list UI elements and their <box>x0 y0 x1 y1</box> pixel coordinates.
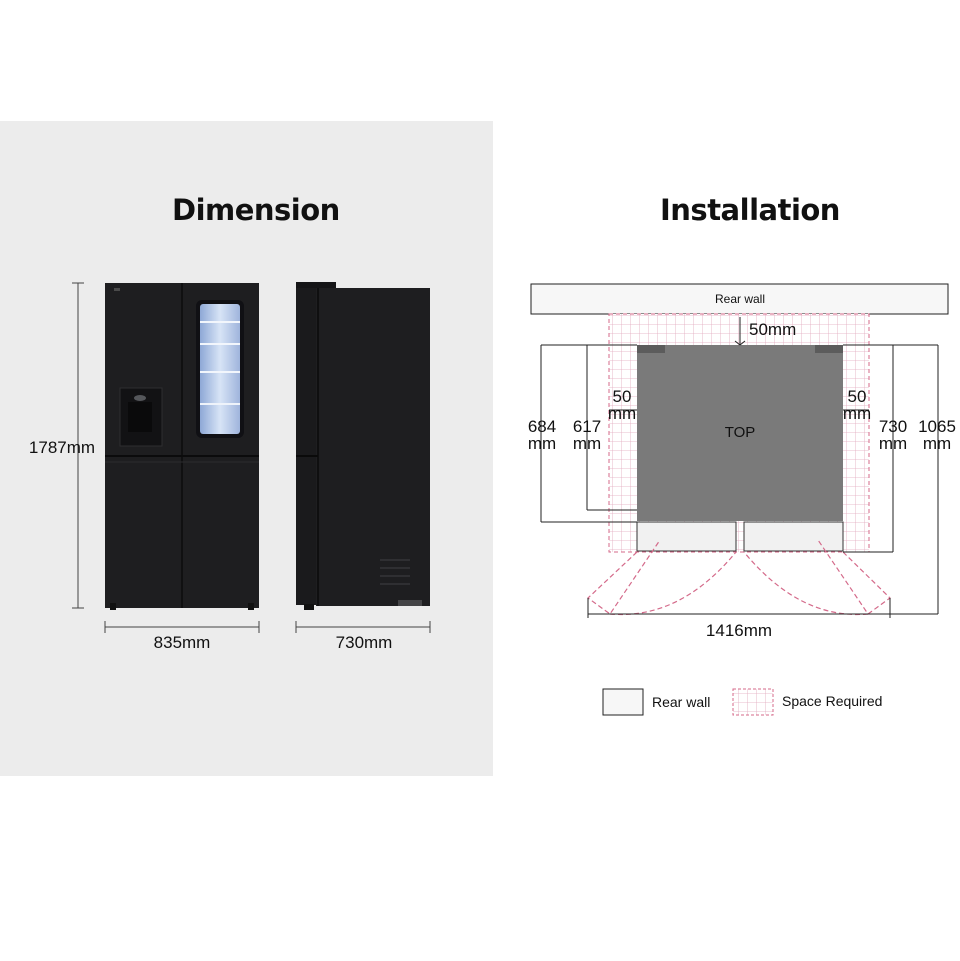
width-dimension <box>104 621 260 633</box>
legend: Rear wall Space Required <box>602 688 882 716</box>
open-width-label: 1416mm <box>706 621 772 640</box>
depth-730-unit: mm <box>879 434 907 453</box>
height-dimension <box>72 282 84 609</box>
depth-1065-unit: mm <box>923 434 951 453</box>
depth-1065-value: 1065 <box>918 417 956 436</box>
top-label: TOP <box>725 424 756 441</box>
depth-684-unit: mm <box>528 434 556 453</box>
installation-title: Installation <box>660 193 840 227</box>
legend-space-required-label: Space Required <box>782 693 882 709</box>
depth-684-value: 684 <box>528 417 556 436</box>
legend-rear-wall-swatch <box>602 688 644 716</box>
fridge-top-view <box>637 345 843 521</box>
height-label: 1787mm <box>29 438 95 457</box>
rear-wall-label: Rear wall <box>715 292 765 306</box>
legend-rear-wall-label: Rear wall <box>652 694 710 710</box>
side-gap-left-value: 50 <box>613 387 632 406</box>
top-gap-dimension <box>734 317 746 346</box>
right-door-closed <box>743 521 844 552</box>
side-gap-right-value: 50 <box>848 387 867 406</box>
depth-730-value: 730 <box>879 417 907 436</box>
top-gap-label: 50mm <box>749 320 796 339</box>
side-gap-left-unit: mm <box>608 404 636 423</box>
depth-dimensions <box>540 344 939 615</box>
side-gap-right-unit: mm <box>843 404 871 423</box>
depth-617-value: 617 <box>573 417 601 436</box>
depth-dimension <box>295 621 431 633</box>
fridge-side-view <box>296 282 430 610</box>
legend-space-required-swatch <box>732 688 774 716</box>
fridge-front-view <box>105 283 259 610</box>
open-width-dimension <box>587 598 891 618</box>
depth-label: 730mm <box>336 633 393 652</box>
door-swing-arcs <box>587 539 891 616</box>
dimension-title: Dimension <box>172 193 340 227</box>
width-label: 835mm <box>154 633 211 652</box>
depth-617-unit: mm <box>573 434 601 453</box>
brand-logo-icon <box>114 288 120 291</box>
glass-window <box>200 304 240 434</box>
rear-wall <box>530 283 949 315</box>
left-door-closed <box>636 521 737 552</box>
